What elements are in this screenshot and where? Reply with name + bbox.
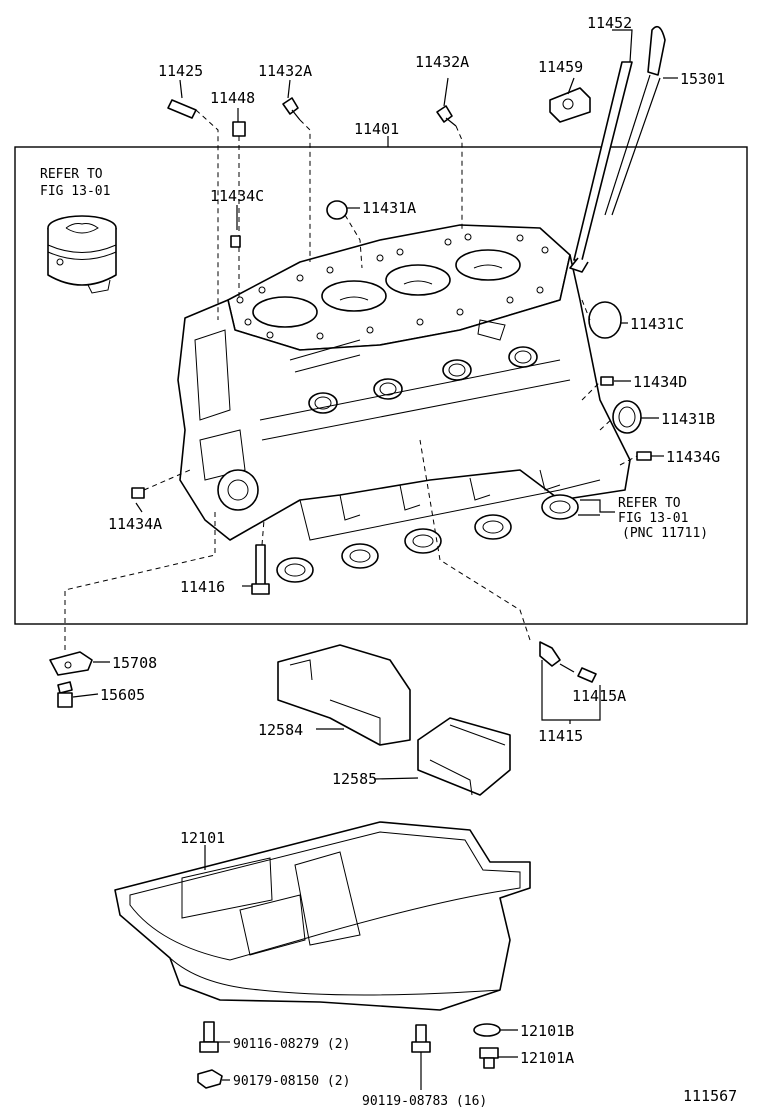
label-11401: 11401 <box>354 120 399 138</box>
baffle-12585-illustration <box>417 717 511 796</box>
label-12101a: 12101A <box>520 1049 574 1067</box>
label-11432a-right: 11432A <box>415 53 469 71</box>
oil-pressure-switch-illustration <box>539 641 597 683</box>
pin-11434c-illustration <box>230 235 241 248</box>
pin-11434d-illustration <box>600 376 614 386</box>
plug-11431a-illustration <box>326 200 348 220</box>
label-11452: 11452 <box>587 14 632 32</box>
label-90179: 90179-08150 (2) <box>233 1074 350 1089</box>
label-15605: 15605 <box>100 686 145 704</box>
bearing-ref-line1: REFER TO <box>618 496 681 511</box>
label-12101b: 12101B <box>520 1022 574 1040</box>
plug-11448-illustration <box>232 121 246 137</box>
label-11415: 11415 <box>538 727 583 745</box>
bearing-ref-line3: (PNC 11711) <box>622 526 708 541</box>
label-90116: 90116-08279 (2) <box>233 1037 350 1052</box>
piston-ref-line1: REFER TO <box>40 167 103 182</box>
label-11448: 11448 <box>210 89 255 107</box>
label-11434a: 11434A <box>108 515 162 533</box>
bracket-15708-illustration <box>49 651 93 676</box>
label-11425: 11425 <box>158 62 203 80</box>
cylinder-block-illustration <box>177 224 631 583</box>
drain-gasket-12101b-illustration <box>473 1023 501 1037</box>
label-12585: 12585 <box>332 770 377 788</box>
stud-90116-illustration <box>199 1021 219 1053</box>
label-12584: 12584 <box>258 721 303 739</box>
bolt-90119-illustration <box>411 1024 431 1053</box>
label-11431a: 11431A <box>362 199 416 217</box>
piston-illustration <box>47 215 117 294</box>
baffle-12584-illustration <box>277 644 411 746</box>
label-15708: 15708 <box>112 654 157 672</box>
label-11434c: 11434C <box>210 187 264 205</box>
label-11431c: 11431C <box>630 315 684 333</box>
bolt-11432a-right-illustration <box>436 105 457 127</box>
nut-90179-illustration <box>197 1069 223 1089</box>
leader-lines <box>64 29 678 1090</box>
bolt-15605-illustration <box>57 681 73 708</box>
bearing-ref-line2: FIG 13-01 <box>618 511 688 526</box>
piston-ref-line2: FIG 13-01 <box>40 184 110 199</box>
label-11431b: 11431B <box>661 410 715 428</box>
label-11416: 11416 <box>180 578 225 596</box>
plug-11431c-illustration <box>588 301 622 339</box>
seal-11431b-illustration <box>612 400 642 434</box>
figure-number: 111567 <box>683 1087 737 1105</box>
stud-11425-illustration <box>167 99 197 119</box>
label-15301: 15301 <box>680 70 725 88</box>
drain-plug-12101a-illustration <box>479 1047 499 1069</box>
label-11432a-left: 11432A <box>258 62 312 80</box>
bolt-11416-illustration <box>251 544 270 595</box>
label-12101: 12101 <box>180 829 225 847</box>
pin-11434g-illustration <box>636 451 652 461</box>
label-11434g: 11434G <box>666 448 720 466</box>
label-90119: 90119-08783 (16) <box>362 1094 487 1109</box>
label-11459: 11459 <box>538 58 583 76</box>
pin-11434a-illustration <box>131 487 145 499</box>
bolt-11432a-left-illustration <box>282 97 301 121</box>
gauge-guide-clamp-illustration <box>549 87 591 123</box>
block-group-frame <box>14 146 748 625</box>
label-11434d: 11434D <box>633 373 687 391</box>
oil-level-gauge-illustration <box>569 25 666 273</box>
label-11415a: 11415A <box>572 687 626 705</box>
oil-pan-illustration <box>114 821 531 1011</box>
